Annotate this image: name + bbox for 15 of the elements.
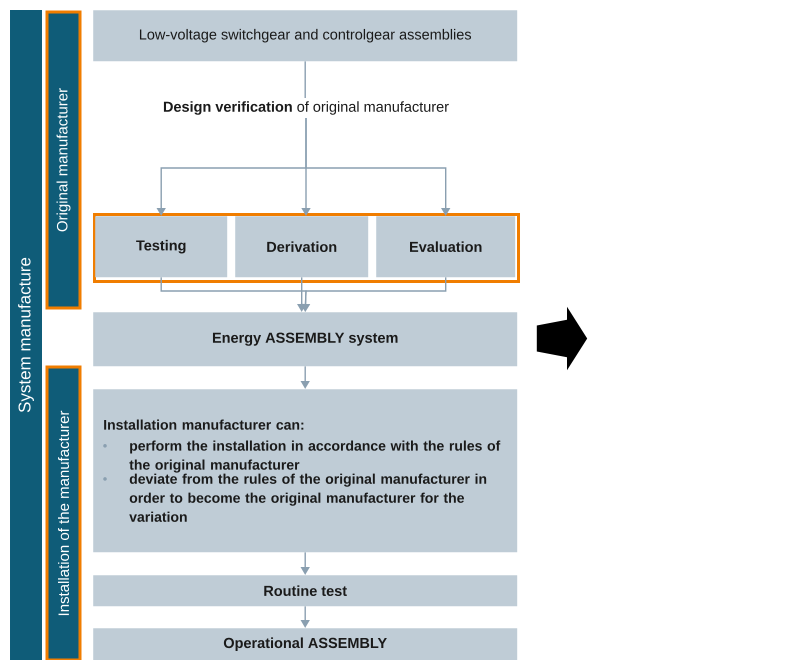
process-box: Installation manufacturer can: perform the installation in accordance with the rules of the original manufacturer deviate from the rules of the original manufacturer in order to become the original manufacturer for the variation — [93, 389, 518, 552]
side-band: Installation of the manufacturer — [46, 366, 82, 660]
block-arrow — [536, 306, 588, 370]
process-box: Operational ASSEMBLY — [93, 628, 518, 660]
connector-line — [304, 61, 306, 98]
process-box: Derivation — [235, 216, 368, 278]
process-box: Testing — [95, 216, 228, 278]
process-box: Routine test — [93, 575, 518, 606]
process-box: Low-voltage switchgear and controlgear assemblies — [93, 10, 518, 62]
process-box: Energy ASSEMBLY system — [93, 312, 518, 366]
side-band: System manufacture — [10, 10, 42, 660]
process-box: Evaluation — [376, 216, 516, 278]
flow-text: Design verification of original manufacturer — [164, 101, 449, 115]
highlight-frame — [93, 213, 520, 283]
side-band: Original manufacturer — [46, 10, 82, 310]
